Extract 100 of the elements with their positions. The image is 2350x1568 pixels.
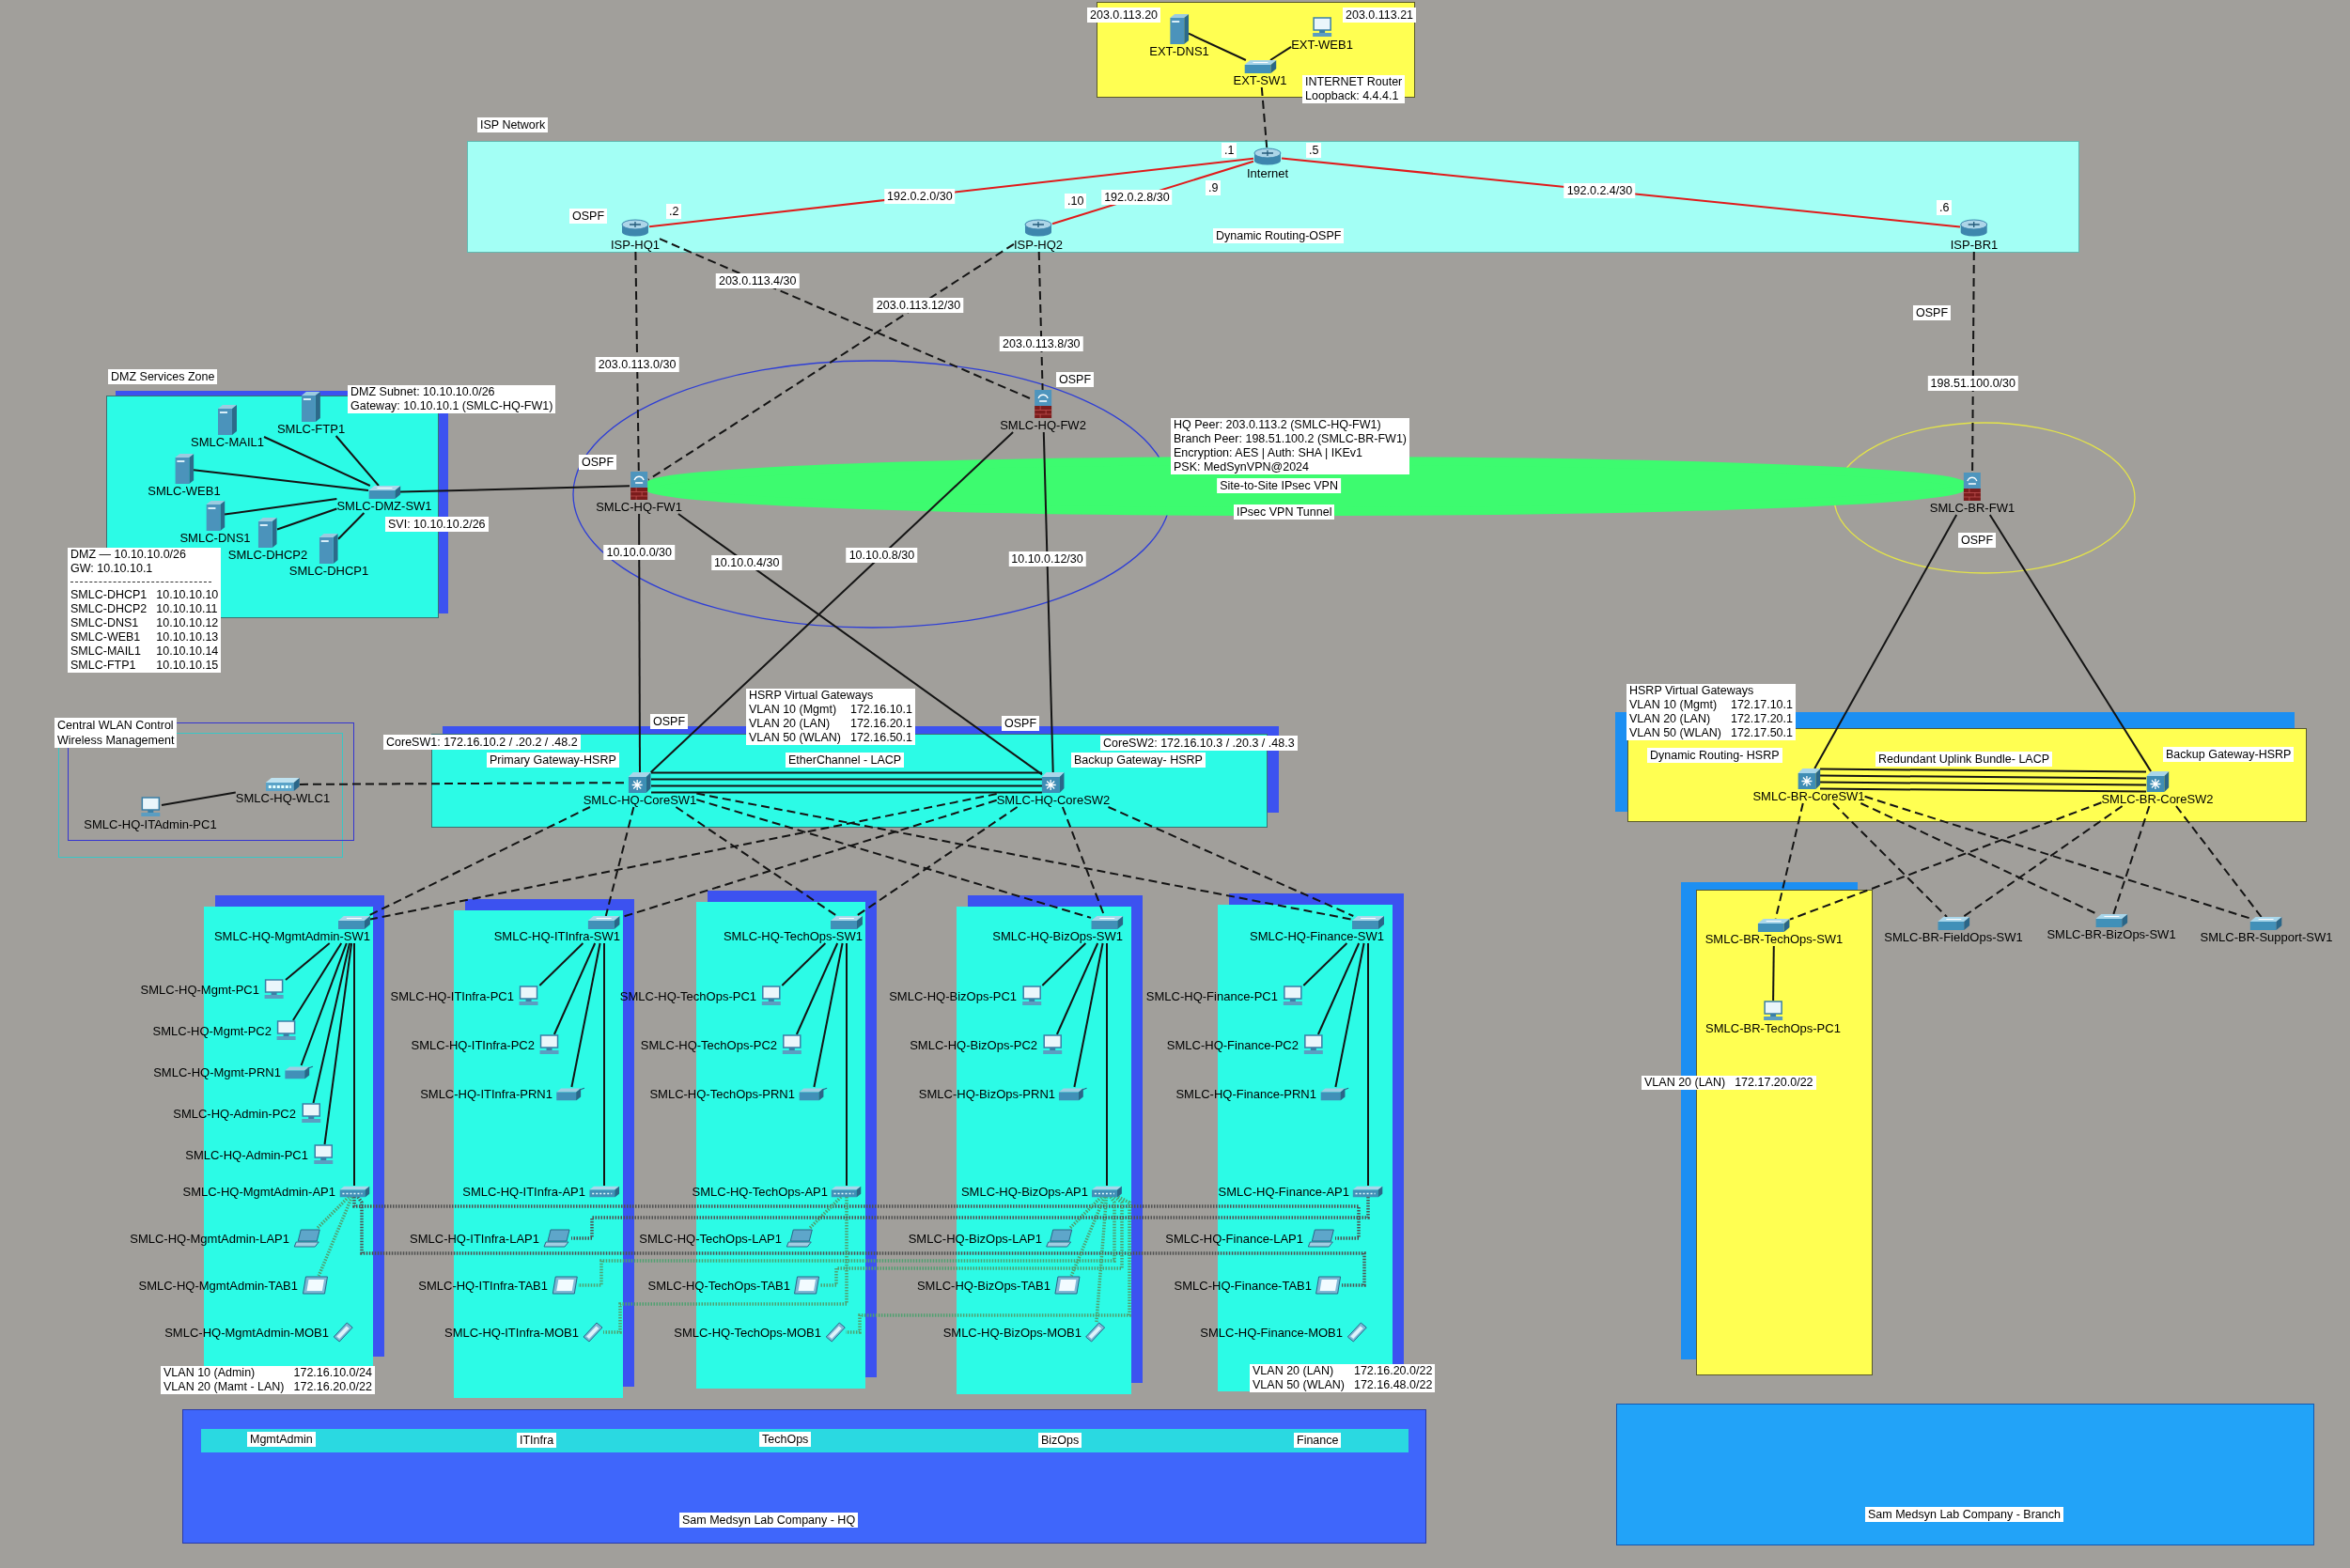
solid-link [1042, 431, 1054, 773]
dotted-link [315, 1195, 350, 1231]
edge-label: 203.0.113.4/30 [715, 273, 800, 289]
device-label: SMLC-HQ-TechOps-AP1 [692, 1184, 828, 1199]
device-label: SMLC-HQ-CoreSW2 [996, 793, 1111, 807]
interface-label: .10 [1065, 194, 1087, 209]
note-text: CoreSW1: 172.16.10.2 / .20.2 / .48.2 [383, 735, 581, 750]
device-label: SMLC-HQ-Finance-AP1 [1218, 1184, 1349, 1199]
solid-link [353, 942, 355, 1187]
ip-address: 172.16.20.1 [849, 717, 912, 731]
device-label: SMLC-BR-TechOps-SW1 [1704, 932, 1844, 946]
device-label: SMLC-BR-Support-SW1 [2200, 930, 2333, 944]
edge-label: Site-to-Site IPsec VPN [1217, 478, 1341, 494]
device-label: SMLC-DMZ-SW1 [336, 499, 432, 513]
dashed-link [2175, 805, 2263, 918]
device-label: SMLC-BR-BizOps-SW1 [2047, 927, 2176, 941]
device-label: SMLC-HQ-Admin-PC1 [185, 1147, 308, 1162]
solid-link [1281, 157, 1961, 228]
dashed-link [1832, 802, 1948, 918]
zone-panel [1627, 728, 2307, 822]
dashed-link [1107, 806, 1355, 917]
solid-link [1772, 945, 1775, 1001]
solid-link [323, 942, 353, 1145]
ip-address: 10.10.10.15 [156, 659, 219, 673]
device-label: SMLC-HQ-MgmtAdmin-TAB1 [138, 1278, 298, 1293]
device-label: SMLC-BR-CoreSW2 [2101, 792, 2214, 806]
ip-address: 10.10.10.11 [156, 602, 219, 616]
solid-link [781, 942, 827, 986]
note-text: INTERNET Router [1305, 75, 1403, 89]
device-label: SMLC-BR-FieldOps-SW1 [1884, 930, 2023, 944]
dashed-link [1260, 86, 1268, 148]
device-label: SMLC-HQ-BizOps-TAB1 [916, 1278, 1050, 1293]
site-panel [1616, 1404, 2314, 1545]
solid-link [161, 791, 237, 806]
solid-link [193, 469, 369, 491]
solid-link [224, 498, 338, 516]
device-label: SMLC-FTP1 [276, 422, 346, 436]
device-label: SMLC-HQ-Finance-PRN1 [1175, 1086, 1316, 1101]
dashed-link [366, 806, 591, 917]
note-text: HSRP Virtual Gateways [1629, 684, 1755, 698]
solid-link [335, 435, 380, 487]
device-label: SMLC-HQ-Mgmt-PRN1 [153, 1064, 281, 1079]
device-label: SMLC-HQ-CoreSW1 [583, 793, 697, 807]
edge-label: 10.10.0.8/30 [846, 548, 918, 564]
dashed-link [2112, 805, 2151, 915]
device-label: SMLC-HQ-BizOps-AP1 [960, 1184, 1088, 1199]
host-name: SMLC-DNS1 [70, 616, 140, 630]
solid-link [638, 513, 641, 773]
edge-label: 203.0.113.8/30 [1000, 336, 1083, 352]
device-label: SMLC-HQ-FW2 [1000, 418, 1086, 432]
dotted-link [1067, 1195, 1103, 1231]
solid-link [1819, 768, 2147, 773]
dotted-link [317, 1196, 354, 1277]
solid-link [1367, 942, 1369, 1187]
zone-label: ISP Network [477, 117, 549, 132]
edge-label: 192.0.2.8/30 [1101, 190, 1173, 206]
solid-link [570, 942, 601, 1088]
device-label: SMLC-HQ-Finance-PC2 [1166, 1037, 1299, 1052]
solid-link [650, 784, 1043, 787]
device-label: SMLC-DHCP2 [227, 548, 308, 562]
solid-link [312, 942, 350, 1104]
device-label: SMLC-HQ-ITInfra-MOB1 [444, 1325, 579, 1340]
solid-link [1819, 787, 2147, 793]
ip-address: 10.10.10.10 [156, 588, 219, 602]
solid-link [649, 431, 1015, 773]
team-label: Finance [1294, 1433, 1342, 1448]
subnet-address: 172.16.48.0/22 [1353, 1378, 1433, 1392]
device-label: ISP-HQ1 [611, 238, 660, 252]
solid-link [1813, 514, 1958, 769]
solid-link [650, 791, 1043, 794]
protocol-tag: OSPF [569, 209, 608, 224]
note-text: Primary Gateway-HSRP [487, 753, 619, 768]
dashed-link [675, 806, 838, 917]
zone-label: Central WLAN Control [54, 718, 177, 733]
solid-link [1988, 514, 2153, 772]
dotted-link [603, 1197, 848, 1334]
ip-address: 172.17.20.1 [1730, 712, 1793, 726]
note-text: Encryption: AES | Auth: SHA | IKEv1 [1174, 446, 1364, 460]
interface-label: .1 [1222, 143, 1237, 158]
device-label: SMLC-HQ-TechOps-TAB1 [647, 1278, 790, 1293]
solid-link [399, 485, 630, 493]
device-label: SMLC-HQ-Finance-TAB1 [1174, 1278, 1312, 1293]
zone-label: DMZ Services Zone [108, 369, 218, 384]
device-label: SMLC-HQ-BizOps-LAP1 [908, 1231, 1042, 1246]
solid-link [1819, 774, 2147, 780]
solid-link [1041, 942, 1087, 986]
ip-address: 10.10.10.13 [156, 630, 219, 644]
device-label: EXT-SW1 [1233, 73, 1287, 87]
note-text: CoreSW2: 172.16.10.3 / .20.3 / .48.3 [1100, 736, 1298, 751]
device-label: SMLC-HQ-ITAdmin-PC1 [84, 817, 217, 831]
device-label: SMLC-HQ-BizOps-PRN1 [918, 1086, 1055, 1101]
solid-link [677, 513, 1043, 776]
solid-link [1334, 942, 1365, 1088]
solid-link [337, 512, 366, 540]
solid-link [285, 942, 331, 981]
solid-link [1055, 942, 1099, 1035]
subnet-address: 172.17.20.0/22 [1735, 1076, 1813, 1090]
device-label: SMLC-HQ-ITInfra-LAP1 [410, 1231, 539, 1246]
device-label: SMLC-DHCP1 [288, 564, 369, 578]
vlan-name: VLAN 20 (LAN) [749, 717, 832, 731]
